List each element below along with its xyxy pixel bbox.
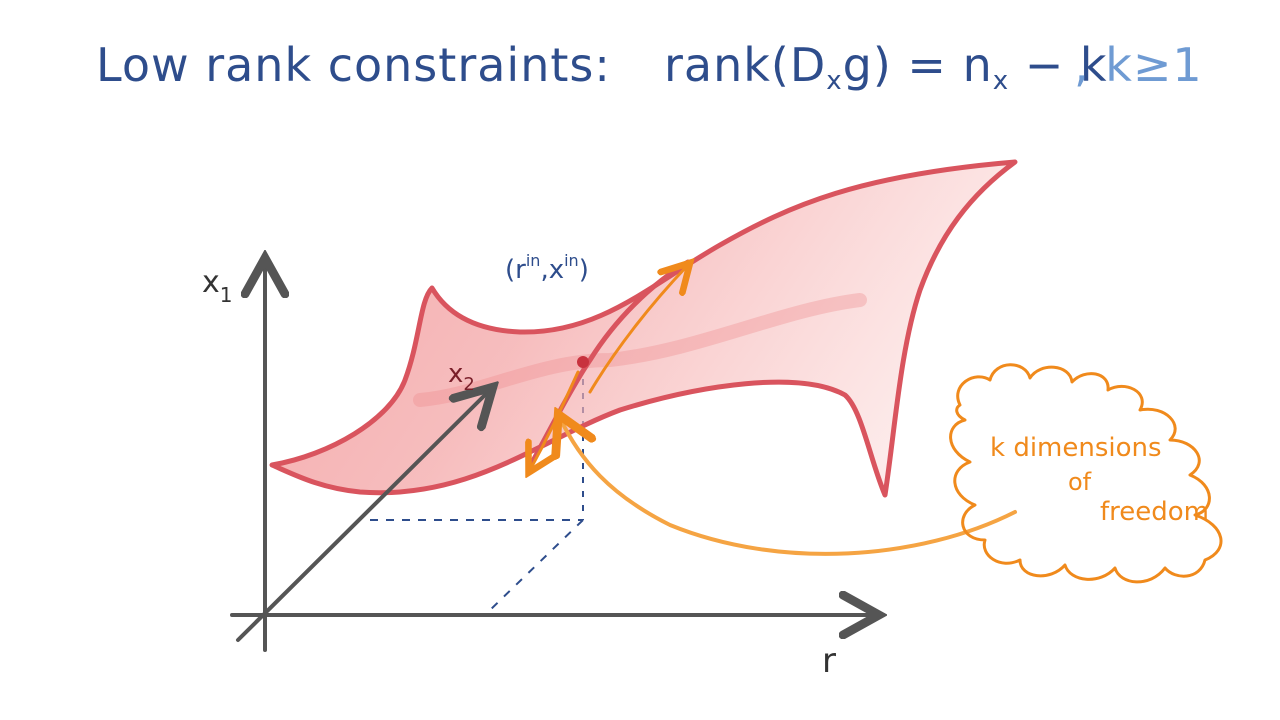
depth-axis [236,390,490,642]
cloud-text-line2: of [1068,468,1092,496]
title-label: Low rank constraints: [96,38,611,92]
point-marker [577,356,589,368]
projection-dash-diagonal [487,519,584,613]
formula-prefix: rank(D [664,38,827,92]
formula-sub2: x [992,66,1010,96]
formula-suffix: − k [1009,38,1108,92]
k-condition: , k≥1 [1074,38,1203,92]
horizontal-axis-label: r [822,641,836,681]
slide-title: Low rank constraints: rank(Dxg) = nx − k… [96,38,1256,118]
formula-sub: x [826,66,843,96]
formula-mid: g) = n [842,38,993,92]
point-label: (rin,xin) [505,251,589,285]
freedom-cloud [949,363,1223,584]
constraint-surface [269,159,1018,498]
cloud-text-line1: k dimensions [990,433,1162,463]
depth-axis-label: x2 [448,359,475,395]
rank-formula: rank(Dxg) = nx − k [664,38,1108,96]
cloud-text-line3: freedom [1100,497,1209,527]
tangent-arrow-up [588,265,688,394]
cloud-connector-arrow [560,418,1017,556]
vertical-axis-label: x1 [202,265,233,307]
